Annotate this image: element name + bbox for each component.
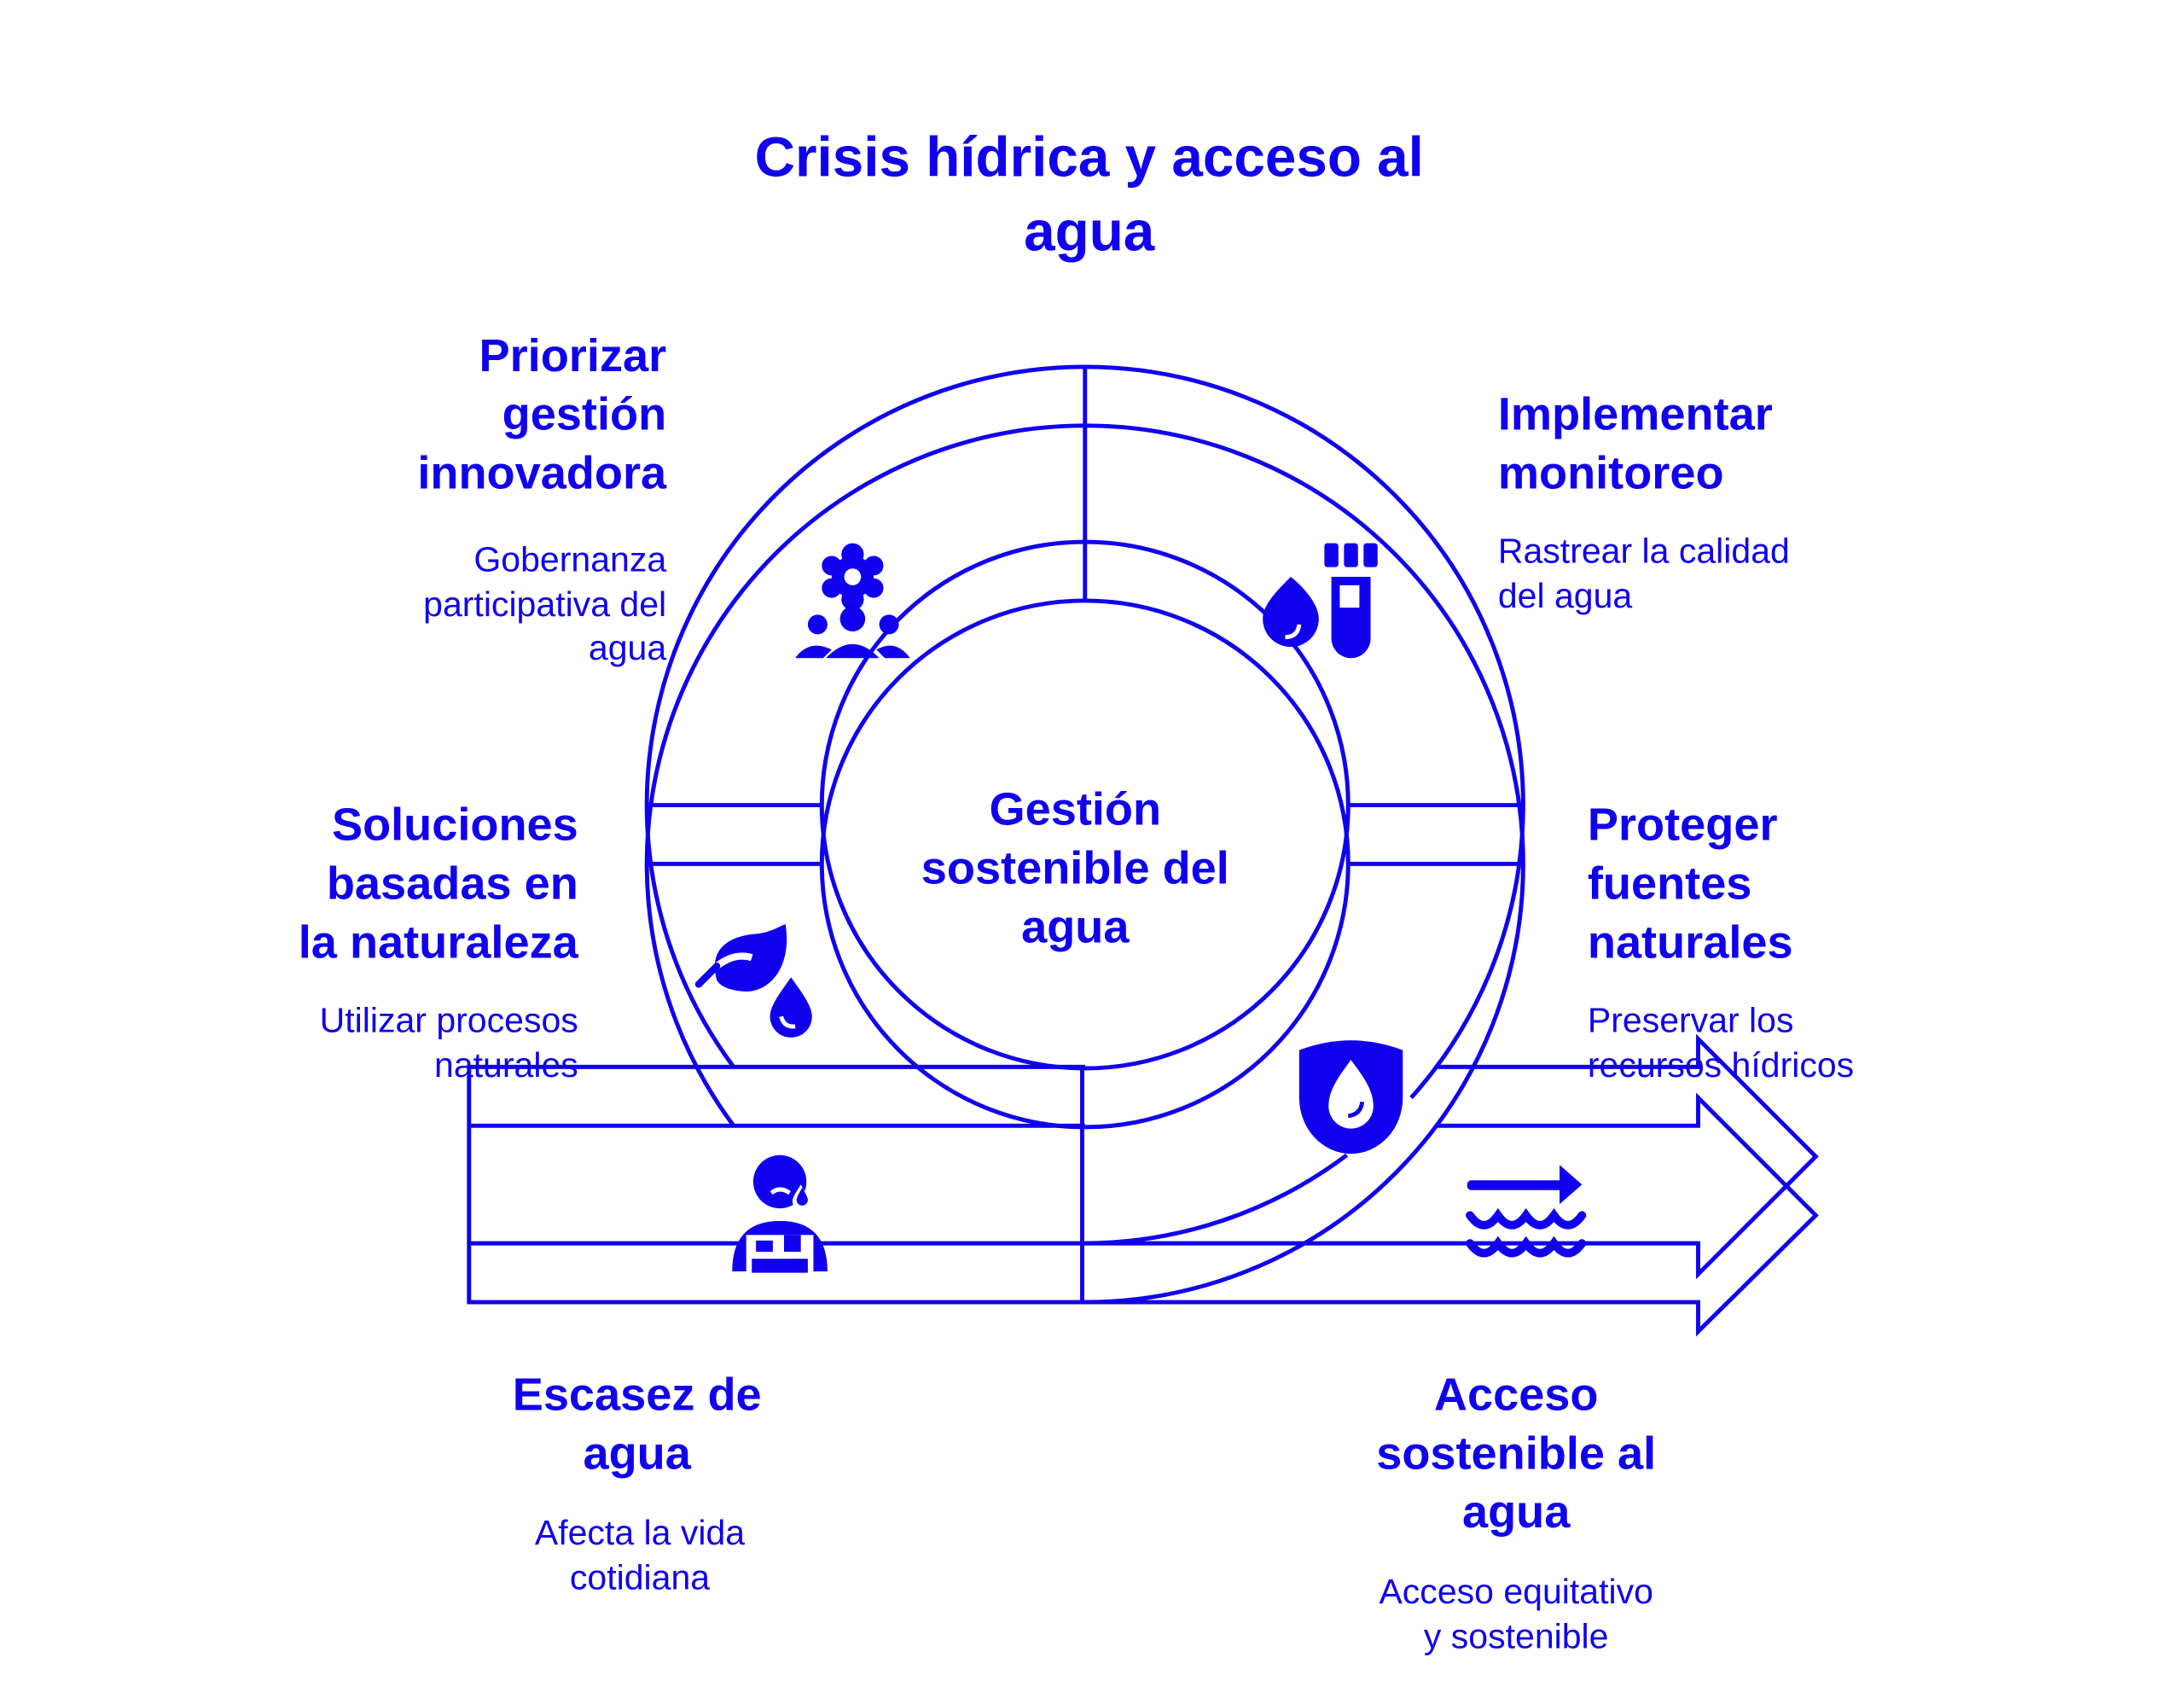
person-toolbox-icon bbox=[732, 1154, 828, 1273]
arrow-outline bbox=[467, 1064, 1819, 1337]
title-line: Crisis hídrica y acceso al bbox=[755, 126, 1424, 189]
node-desc: Rastrear la calidad bbox=[1498, 532, 1790, 571]
node-title: Priorizar bbox=[479, 330, 667, 381]
node-proteger: Proteger fuentes naturales Preservar los… bbox=[1588, 800, 1854, 1085]
center-line: sostenible del bbox=[921, 842, 1229, 893]
outer-ring-arc bbox=[1084, 1153, 1349, 1246]
node-desc: y sostenible bbox=[1424, 1616, 1609, 1655]
node-monitoreo: Implementar monitoreo Rastrear la calida… bbox=[1498, 389, 1790, 615]
arrow-outline bbox=[468, 1033, 1819, 1280]
node-title: sostenible al bbox=[1376, 1428, 1656, 1479]
outer-ring-arc bbox=[644, 364, 1085, 1068]
node-desc: naturales bbox=[434, 1045, 578, 1085]
node-title: Implementar bbox=[1498, 389, 1773, 440]
node-title: agua bbox=[584, 1428, 692, 1479]
node-title: basadas en bbox=[327, 858, 578, 909]
node-title: innovadora bbox=[417, 448, 667, 499]
center-line: Gestión bbox=[990, 784, 1162, 835]
node-desc: recursos hídricos bbox=[1588, 1045, 1854, 1085]
node-priorizar: Priorizar gestión innovadora Gobernanza … bbox=[417, 330, 667, 667]
outer-ring-arc bbox=[1084, 364, 1525, 1100]
page-title: Crisis hídrica y acceso al agua bbox=[755, 126, 1424, 263]
node-desc: Acceso equitativo bbox=[1379, 1572, 1653, 1611]
node-desc: del agua bbox=[1498, 576, 1633, 615]
shield-drop-icon bbox=[1298, 1040, 1403, 1154]
node-title: naturales bbox=[1588, 916, 1793, 968]
node-title: Soluciones bbox=[332, 800, 578, 851]
node-title: Acceso bbox=[1434, 1369, 1599, 1420]
node-desc: Afecta la vida bbox=[535, 1513, 745, 1552]
center-line: agua bbox=[1021, 901, 1130, 952]
node-escasez: Escasez de agua Afecta la vida cotidiana bbox=[513, 1369, 762, 1596]
node-title: gestión bbox=[502, 389, 667, 440]
node-title: Escasez de bbox=[513, 1369, 762, 1420]
node-title: agua bbox=[1462, 1486, 1571, 1538]
water-test-tube-icon bbox=[1263, 543, 1378, 659]
outer-ring-arc bbox=[644, 423, 1085, 1127]
node-desc: Utilizar procesos bbox=[320, 1000, 578, 1039]
node-title: monitoreo bbox=[1498, 448, 1724, 499]
node-title: fuentes bbox=[1588, 858, 1752, 909]
flower-community-icon bbox=[795, 543, 910, 659]
node-soluciones: Soluciones basadas en la naturaleza Util… bbox=[299, 800, 579, 1085]
node-title: la naturaleza bbox=[299, 916, 579, 968]
node-acceso: Acceso sostenible al agua Acceso equitat… bbox=[1376, 1369, 1656, 1655]
leaf-drop-icon bbox=[694, 924, 812, 1038]
node-desc: Preservar los bbox=[1588, 1000, 1794, 1039]
node-desc: agua bbox=[589, 628, 666, 667]
cycle-structure bbox=[467, 364, 1819, 1337]
water-flow-icon bbox=[1466, 1165, 1587, 1258]
node-title: Proteger bbox=[1588, 800, 1778, 851]
node-desc: Gobernanza bbox=[473, 539, 666, 579]
node-desc: participativa del bbox=[423, 584, 666, 624]
center-label: Gestión sostenible del agua bbox=[921, 784, 1229, 953]
node-desc: cotidiana bbox=[570, 1557, 710, 1596]
title-line: agua bbox=[1024, 201, 1155, 263]
